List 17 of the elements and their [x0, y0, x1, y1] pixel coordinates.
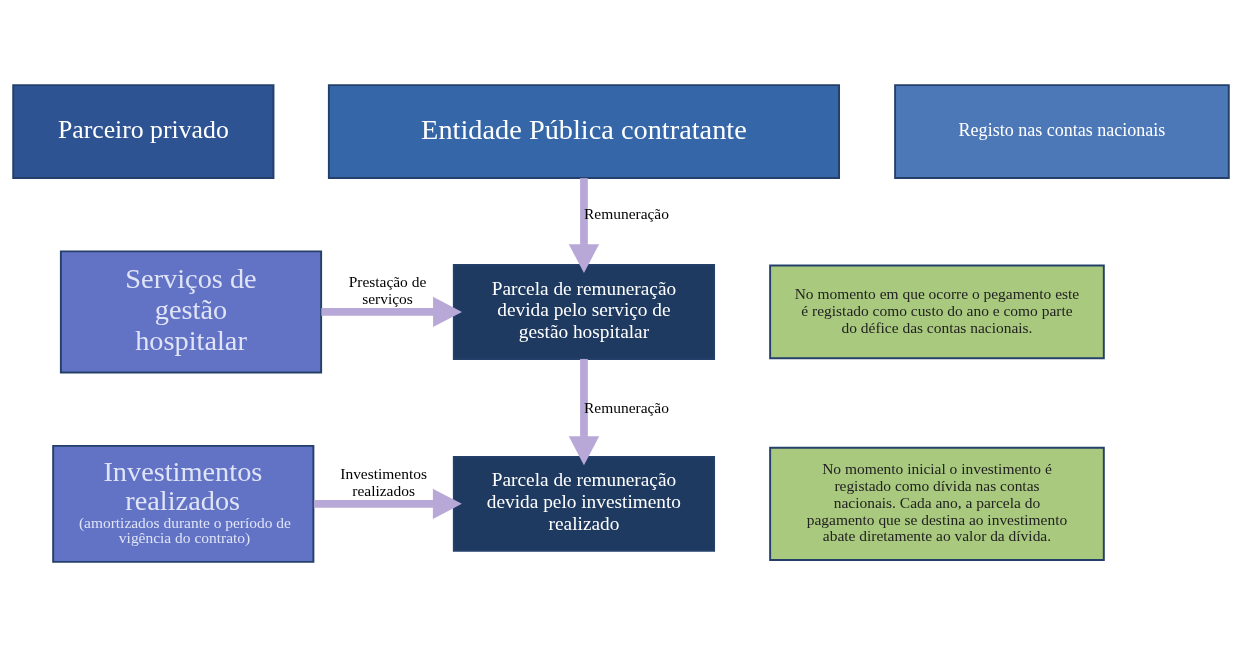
node-box: Parcela de remuneração devida pelo investimento realizado [452, 455, 716, 552]
node-box: Investimentos realizados (amortizados durante o período de vigência do contrato) [52, 444, 315, 563]
node-box: No momento inicial o investimento é registado como dívida nas contas nacionais. Cada ano, a parcela do pagamento que se destina ao investimento abate diretamente ao valor da dívida. [769, 446, 1105, 561]
edge-label: Prestação de serviços [348, 272, 427, 307]
node-box: Entidade Pública contratante [327, 83, 840, 179]
node-box: Parceiro privado [12, 83, 275, 179]
arrow [313, 488, 462, 519]
edge-label: Investimentos realizados [340, 464, 427, 499]
node-box: Parcela de remuneração devida pelo serviço de gestão hospitalar [452, 263, 716, 360]
edge-label: Remuneração [584, 398, 669, 416]
node-box: No momento em que ocorre o pegamento este é registado como custo do ano e como parte do défice das contas nacionais. [769, 264, 1105, 359]
arrow [568, 358, 600, 465]
arrow [568, 177, 600, 273]
node-box: Registo nas contas nacionais [894, 83, 1230, 179]
node-box: Serviços de gestão hospitalar [59, 249, 323, 373]
arrow [321, 296, 462, 327]
edge-label: Remuneração [584, 204, 669, 222]
